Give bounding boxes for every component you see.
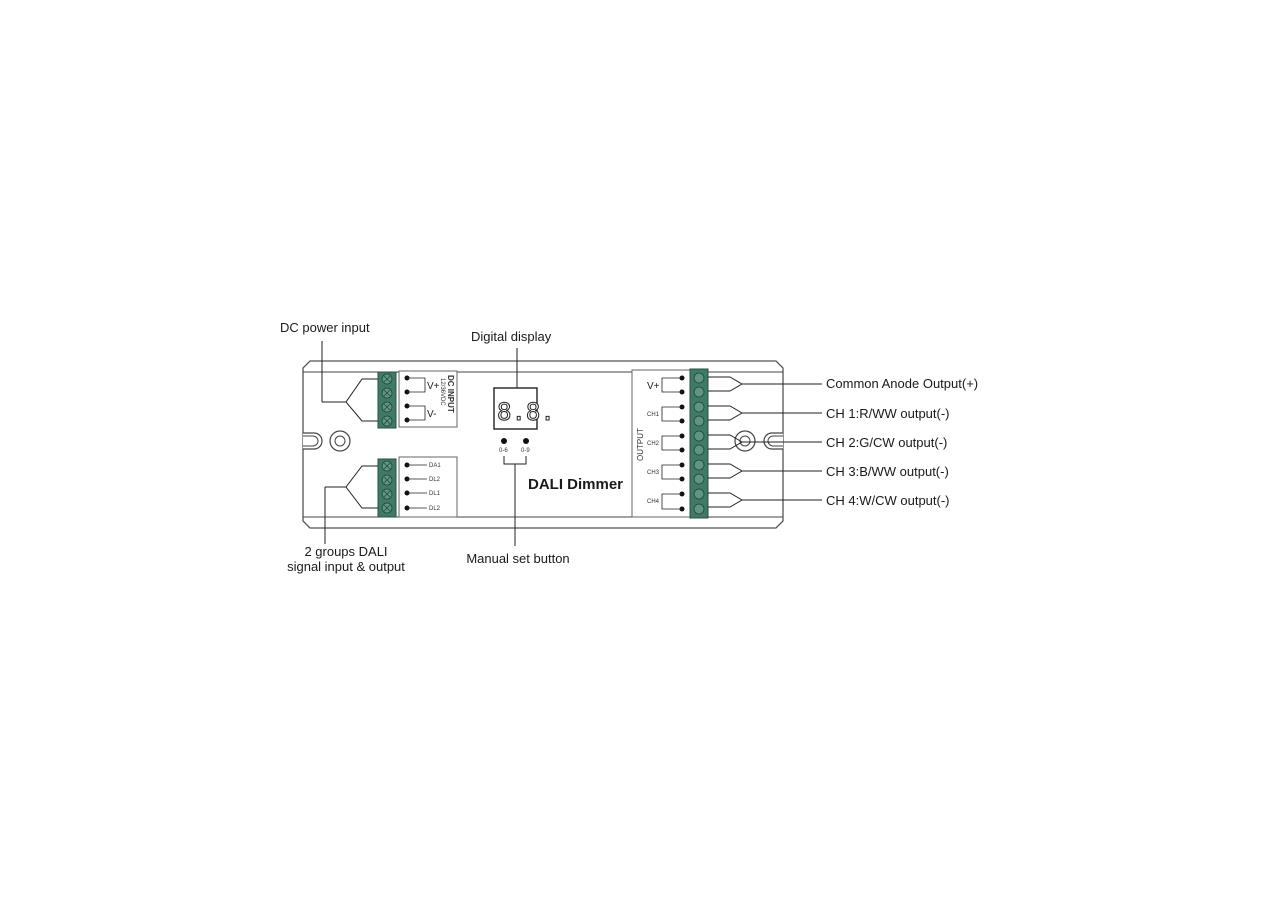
callout-ch2: CH 2:G/CW output(-) <box>826 435 947 450</box>
display-digits: 8.8. <box>497 398 555 426</box>
button-label: 0-9 <box>521 448 530 454</box>
device-title: DALI Dimmer <box>528 476 623 493</box>
dc-input-label-panel: V+ V- DC INPUT 12/36VDC <box>398 370 458 428</box>
callout-dali-groups-line2: signal input & output <box>287 559 405 574</box>
dali-leader <box>324 465 378 544</box>
output-vplus-label: V+ <box>647 381 660 392</box>
callout-common-anode: Common Anode Output(+) <box>826 376 978 391</box>
button-0-6[interactable] <box>501 438 507 444</box>
dali-terminal-label: DL2 <box>429 506 441 512</box>
output-ch-label: CH2 <box>647 441 660 447</box>
button-0-9[interactable] <box>523 438 529 444</box>
dali-terminal-label: DL1 <box>429 491 441 497</box>
right-screw-hole <box>734 430 756 452</box>
dc-vplus-label: V+ <box>427 381 440 392</box>
device-housing <box>302 360 784 529</box>
output-title: OUTPUT <box>636 428 645 461</box>
output-ch-label: CH3 <box>647 470 660 476</box>
output-leaders <box>708 376 822 508</box>
left-mounting-slot <box>303 432 323 450</box>
callout-ch4: CH 4:W/CW output(-) <box>826 493 950 508</box>
manual-set-buttons: 0-6 0-9 <box>499 438 530 546</box>
dali-label-panel: DA1 DL2 DL1 DL2 <box>398 456 458 518</box>
left-screw-hole <box>329 430 351 452</box>
callout-dali-groups-line1: 2 groups DALI <box>304 544 387 559</box>
callout-manual-set-button: Manual set button <box>466 551 569 566</box>
dali-terminal-block <box>377 458 397 518</box>
callout-ch3: CH 3:B/WW output(-) <box>826 464 949 479</box>
dc-input-terminal-block <box>377 371 397 429</box>
output-ch-label: CH1 <box>647 412 660 418</box>
output-label-panel: OUTPUT V+ CH1 CH2 CH3 CH4 <box>631 369 691 518</box>
dc-input-title: DC INPUT <box>446 375 455 413</box>
output-ch-label: CH4 <box>647 499 660 505</box>
dali-terminal-label: DL2 <box>429 477 441 483</box>
dc-input-leader <box>321 341 378 422</box>
button-label: 0-6 <box>499 448 508 454</box>
right-mounting-slot <box>763 432 783 450</box>
callout-dc-power-input: DC power input <box>280 320 370 335</box>
callout-digital-display: Digital display <box>471 329 552 344</box>
dc-vminus-label: V- <box>427 409 436 420</box>
dc-input-voltage: 12/36VDC <box>439 378 445 406</box>
callout-ch1: CH 1:R/WW output(-) <box>826 406 950 421</box>
dali-terminal-label: DA1 <box>429 463 441 469</box>
output-terminal-block <box>689 368 709 519</box>
digital-display: 8.8. <box>493 387 555 430</box>
